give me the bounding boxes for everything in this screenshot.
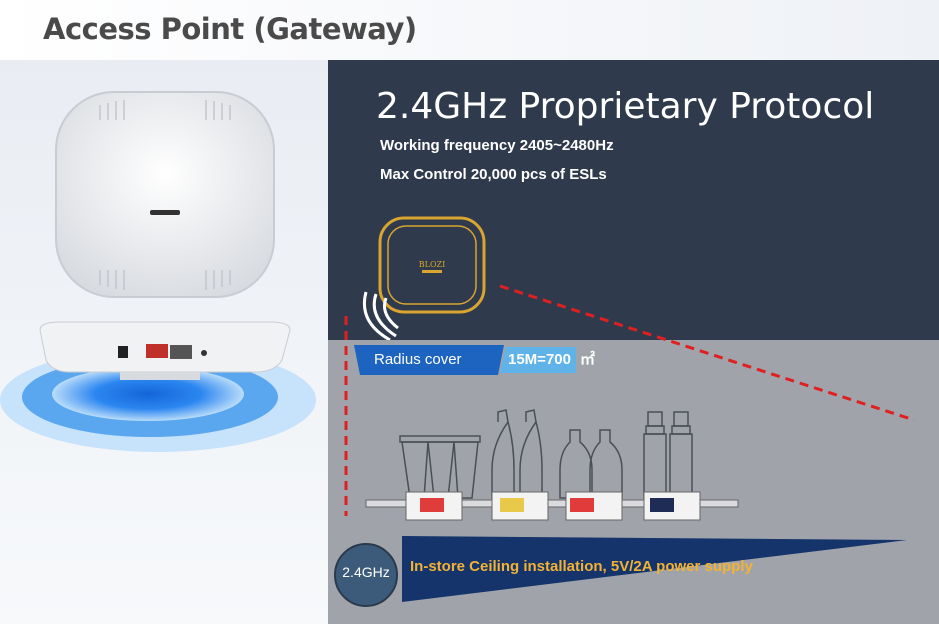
device-logo-text: BLOZI	[419, 260, 445, 269]
radius-cover-label: Radius cover	[374, 351, 462, 368]
access-point-top-view-image	[0, 91, 316, 452]
frequency-spec: Working frequency 2405~2480Hz	[380, 137, 614, 154]
frequency-band-badge: 2.4GHz	[334, 543, 398, 607]
device-image-panel	[0, 60, 328, 624]
installation-note: In-store Ceiling installation, 5V/2A pow…	[410, 558, 753, 575]
radius-value: 15M=700	[508, 351, 571, 368]
esl-price-tags	[405, 491, 701, 521]
shelf-products-illustration	[365, 409, 739, 521]
protocol-panel: 2.4GHz Proprietary Protocol Working freq…	[328, 60, 939, 340]
capacity-spec: Max Control 20,000 pcs of ESLs	[380, 166, 607, 183]
frequency-band-label: 2.4GHz	[342, 564, 390, 580]
page-title: Access Point (Gateway)	[43, 12, 417, 46]
installation-ribbon	[402, 536, 907, 602]
radius-unit: ㎡	[580, 351, 596, 368]
header-bar: Access Point (Gateway)	[0, 0, 939, 60]
protocol-title: 2.4GHz Proprietary Protocol	[376, 86, 875, 127]
gateway-outline-icon: BLOZI	[363, 216, 486, 340]
radius-cover-badge: Radius cover	[354, 345, 504, 375]
coverage-panel: Radius cover 15M=700 ㎡	[328, 340, 939, 624]
radius-value-badge: 15M=700	[500, 347, 576, 373]
